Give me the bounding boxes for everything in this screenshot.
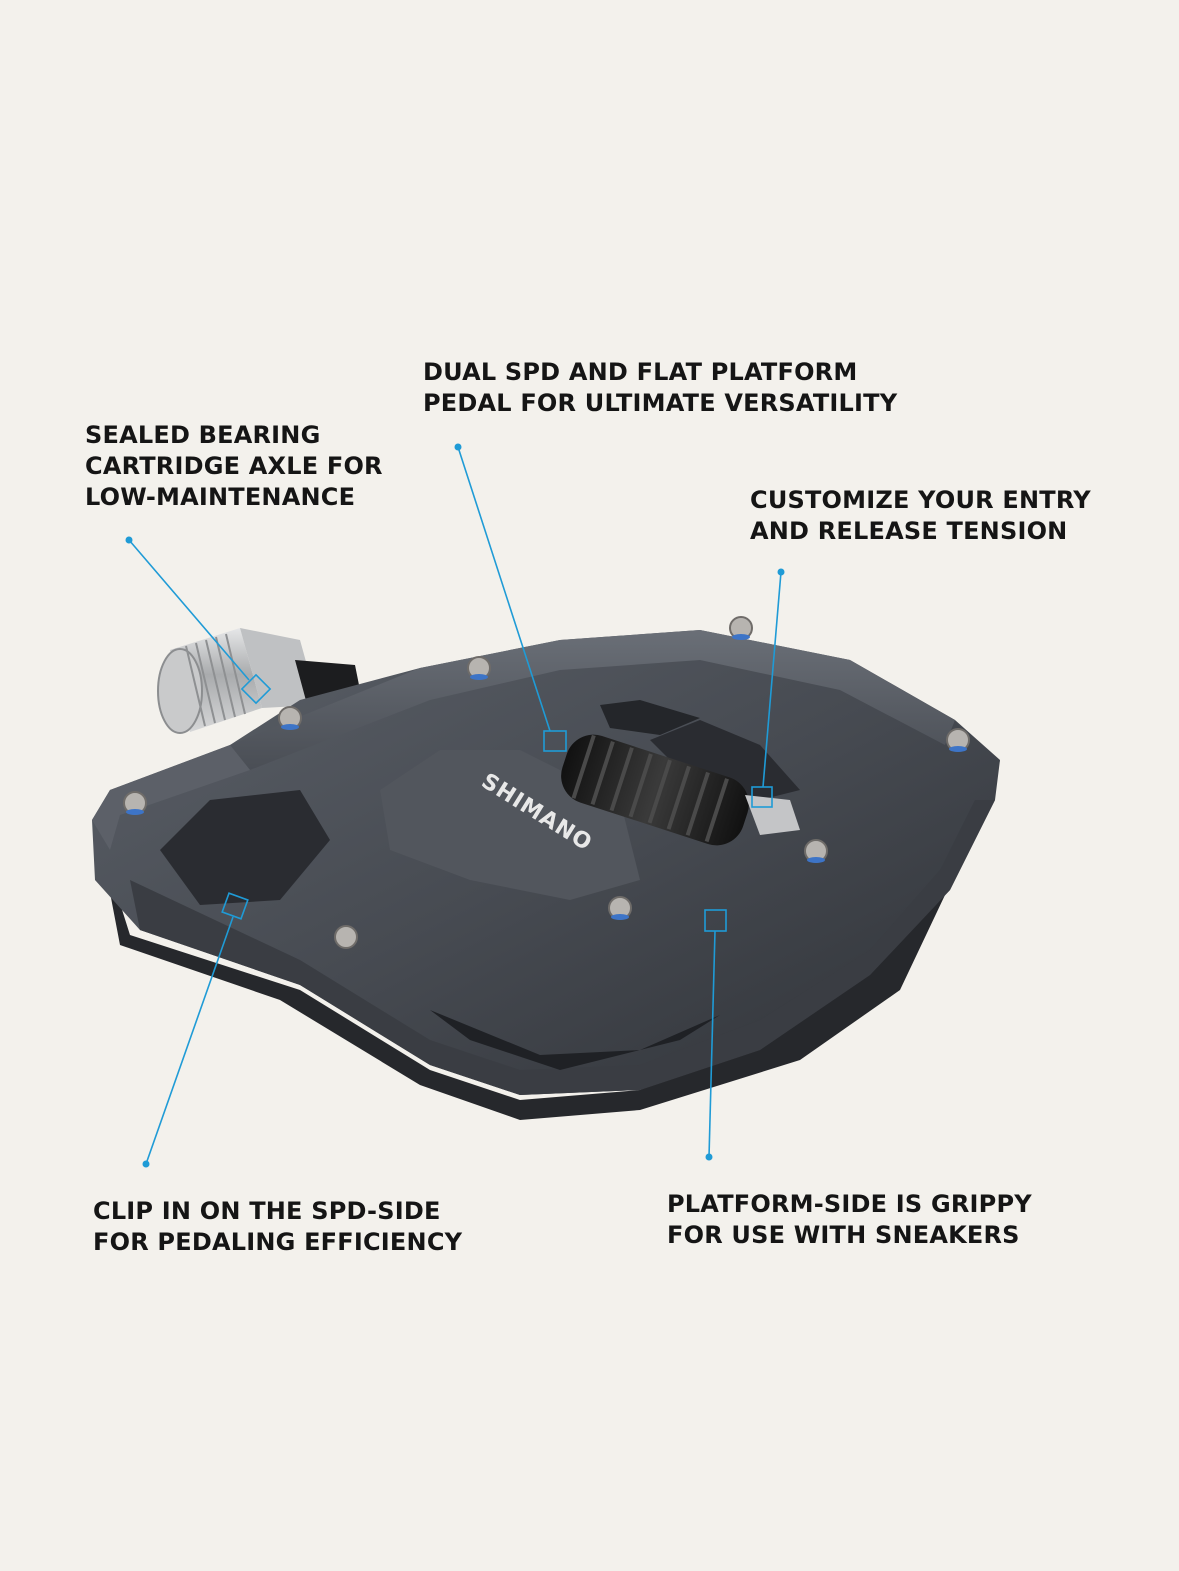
callout-line: PLATFORM-SIDE IS GRIPPY — [667, 1190, 1032, 1218]
target-tension — [751, 786, 773, 808]
leader-clip-in — [145, 916, 234, 1165]
target-clip-in — [221, 892, 249, 920]
callout-platform-grip: PLATFORM-SIDE IS GRIPPY FOR USE WITH SNE… — [667, 1189, 1032, 1251]
leader-tension — [762, 571, 782, 788]
leader-lines — [128, 446, 782, 1165]
leader-dots — [125, 443, 785, 1168]
callout-line: CUSTOMIZE YOUR ENTRY — [750, 486, 1091, 514]
callout-line: CLIP IN ON THE SPD-SIDE — [93, 1197, 441, 1225]
callout-line: CARTRIDGE AXLE FOR — [85, 452, 383, 480]
target-platform-grip — [704, 909, 727, 932]
tension-spring — [561, 734, 800, 846]
callout-line: SEALED BEARING — [85, 421, 321, 449]
callout-tension: CUSTOMIZE YOUR ENTRY AND RELEASE TENSION — [750, 485, 1091, 547]
target-dual-spd — [543, 730, 567, 752]
callout-line: FOR PEDALING EFFICIENCY — [93, 1228, 463, 1256]
platform-cutout-right — [650, 720, 800, 800]
callout-line: FOR USE WITH SNEAKERS — [667, 1221, 1020, 1249]
callout-line: LOW-MAINTENANCE — [85, 483, 356, 511]
leader-platform-grip — [708, 930, 716, 1158]
leader-dual-spd — [457, 446, 551, 732]
callout-line: PEDAL FOR ULTIMATE VERSATILITY — [423, 389, 898, 417]
target-sealed-bearing — [240, 673, 272, 705]
leader-sealed-bearing — [128, 539, 250, 681]
callout-dual-spd: DUAL SPD AND FLAT PLATFORM PEDAL FOR ULT… — [423, 357, 897, 419]
platform-cutout-left — [160, 790, 330, 905]
callout-line: AND RELEASE TENSION — [750, 517, 1068, 545]
callout-sealed-bearing: SEALED BEARING CARTRIDGE AXLE FOR LOW-MA… — [85, 420, 383, 513]
callout-line: DUAL SPD AND FLAT PLATFORM — [423, 358, 858, 386]
callout-clip-in: CLIP IN ON THE SPD-SIDE FOR PEDALING EFF… — [93, 1196, 462, 1258]
